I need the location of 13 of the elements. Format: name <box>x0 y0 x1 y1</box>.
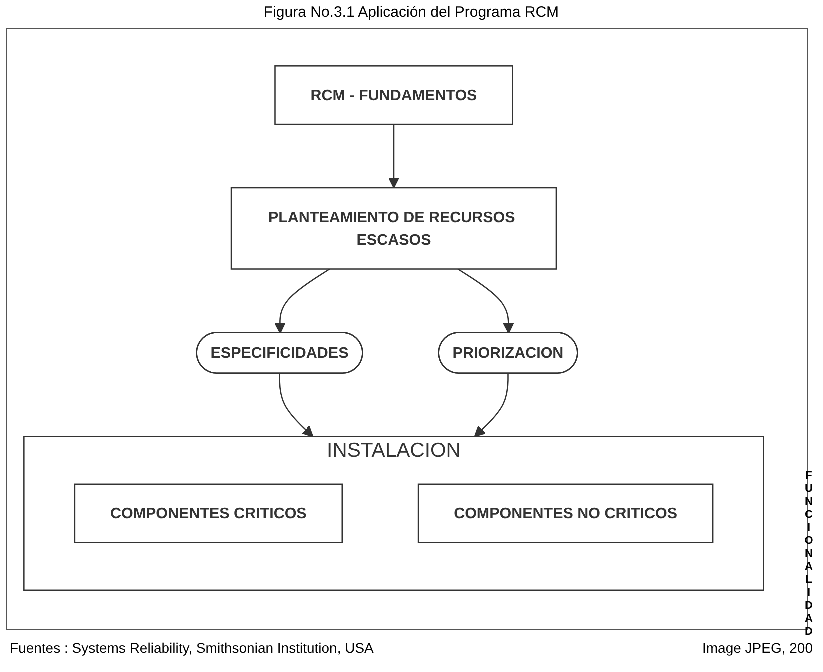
image-note: Image JPEG, 200 <box>702 640 813 656</box>
node-box: COMPONENTES CRITICOS <box>74 484 344 544</box>
arrow <box>474 373 509 438</box>
node-box: PLANTEAMIENTO DE RECURSOS ESCASOS <box>230 187 558 270</box>
figure-title: Figura No.3.1 Aplicación del Programa RCM <box>262 4 560 21</box>
node-box: COMPONENTES NO CRITICOS <box>418 484 714 544</box>
arrow <box>279 373 314 438</box>
node-box: RCM - FUNDAMENTOS <box>274 65 514 125</box>
vertical-label: FUNCIONALIDAD <box>803 470 815 639</box>
arrow <box>274 268 330 334</box>
source-caption: Fuentes : Systems Reliability, Smithsonian Institution, USA <box>10 640 374 656</box>
arrow <box>458 268 514 334</box>
arrow <box>388 124 400 188</box>
